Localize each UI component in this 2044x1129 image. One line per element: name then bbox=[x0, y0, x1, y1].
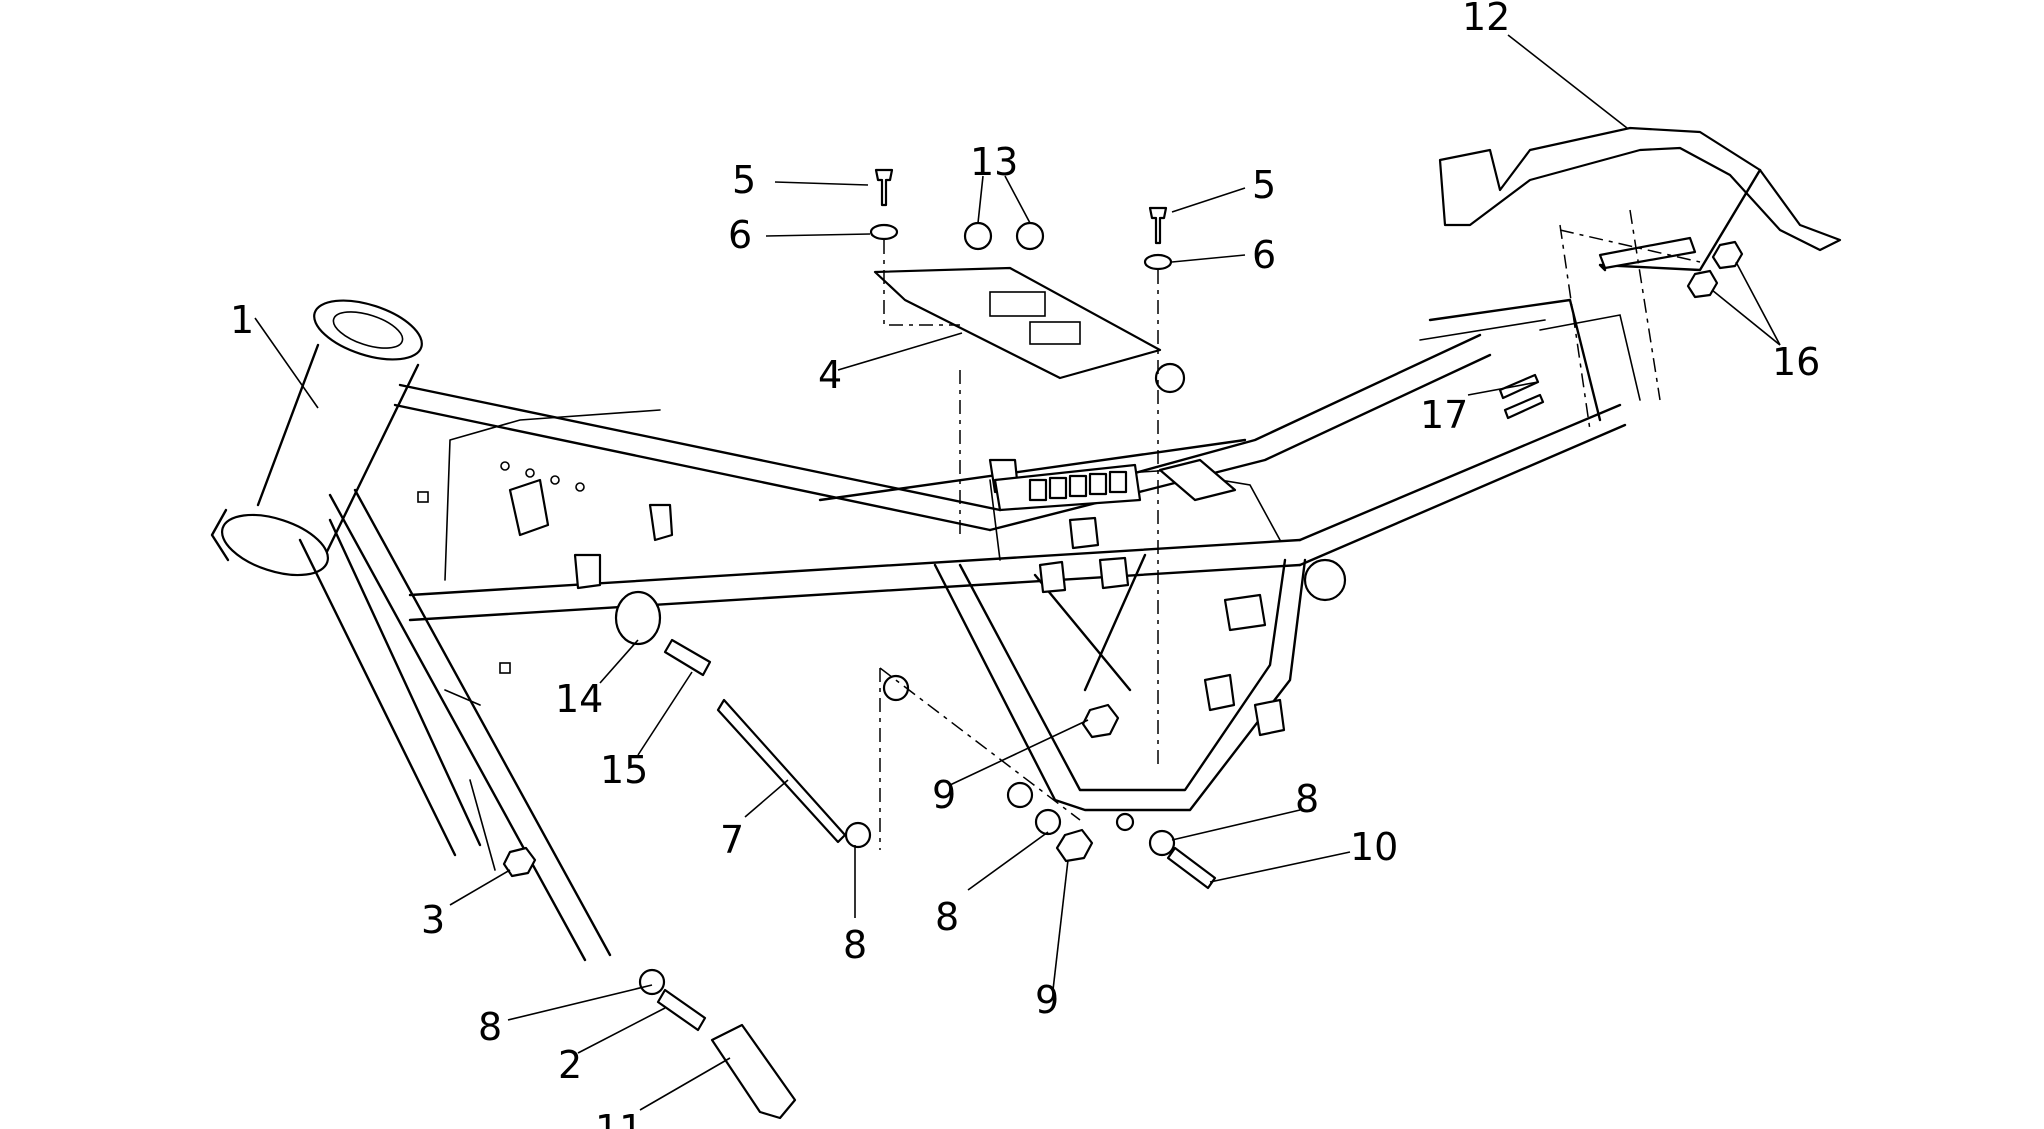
callout-4: 4 bbox=[818, 353, 842, 397]
callout-9-lower: 9 bbox=[1035, 978, 1059, 1022]
callout-12: 12 bbox=[1462, 0, 1510, 39]
part-14-bush bbox=[614, 590, 662, 646]
part-5-screw-b bbox=[1148, 206, 1168, 245]
part-8-washer-b bbox=[1034, 808, 1062, 836]
part-9-nut-a bbox=[1081, 703, 1120, 739]
part-8-washer-c bbox=[1148, 829, 1176, 857]
callout-6-left: 6 bbox=[728, 213, 752, 257]
part-17-bolts bbox=[1498, 373, 1545, 420]
part-8-washer-7 bbox=[844, 821, 872, 849]
callout-17: 17 bbox=[1420, 393, 1468, 437]
part-16-nut-b bbox=[1686, 269, 1719, 299]
callout-8-center: 8 bbox=[843, 923, 867, 967]
part-13-grommet-b bbox=[1015, 221, 1045, 251]
callout-9-upper: 9 bbox=[932, 773, 956, 817]
part-6-washer-a bbox=[869, 223, 899, 241]
callout-16: 16 bbox=[1772, 340, 1820, 384]
frame-tab-row bbox=[1028, 470, 1128, 502]
callout-7: 7 bbox=[720, 818, 744, 862]
callout-2: 2 bbox=[558, 1043, 582, 1087]
part-6-washer-b bbox=[1143, 253, 1173, 271]
part-15-bolt bbox=[663, 638, 712, 677]
main-frame bbox=[210, 298, 1641, 962]
part-2-bolt bbox=[656, 988, 707, 1032]
callout-10: 10 bbox=[1350, 825, 1398, 869]
callout-labels: 1 2 3 4 5 5 6 6 7 8 8 8 8 9 9 10 11 12 1… bbox=[230, 0, 1820, 1129]
part-13-grommet-a bbox=[963, 221, 993, 251]
callout-8-lower: 8 bbox=[935, 895, 959, 939]
part-11-sleeve bbox=[710, 1023, 797, 1120]
callout-6-right: 6 bbox=[1252, 233, 1276, 277]
part-4-plate bbox=[873, 266, 1162, 380]
callout-1: 1 bbox=[230, 298, 254, 342]
part-16-nut-a bbox=[1711, 240, 1744, 270]
part-8-washer-d bbox=[638, 968, 666, 996]
callout-13: 13 bbox=[970, 140, 1018, 184]
callout-5-left: 5 bbox=[732, 158, 756, 202]
part-9-nut-b bbox=[1055, 828, 1094, 863]
callout-8-left: 8 bbox=[478, 1005, 502, 1049]
callout-8-right: 8 bbox=[1295, 777, 1319, 821]
part-12-grab-rail bbox=[1438, 126, 1842, 252]
callout-5-right: 5 bbox=[1252, 163, 1276, 207]
part-3-nut bbox=[502, 846, 537, 878]
assembly-lines bbox=[879, 209, 1701, 850]
callout-3: 3 bbox=[421, 898, 445, 942]
callout-11: 11 bbox=[595, 1107, 643, 1129]
part-5-screw-a bbox=[874, 168, 894, 207]
leader-lines bbox=[254, 34, 1781, 1111]
part-10-bolt bbox=[1166, 846, 1217, 890]
callout-14: 14 bbox=[555, 677, 603, 721]
callout-15: 15 bbox=[600, 748, 648, 792]
